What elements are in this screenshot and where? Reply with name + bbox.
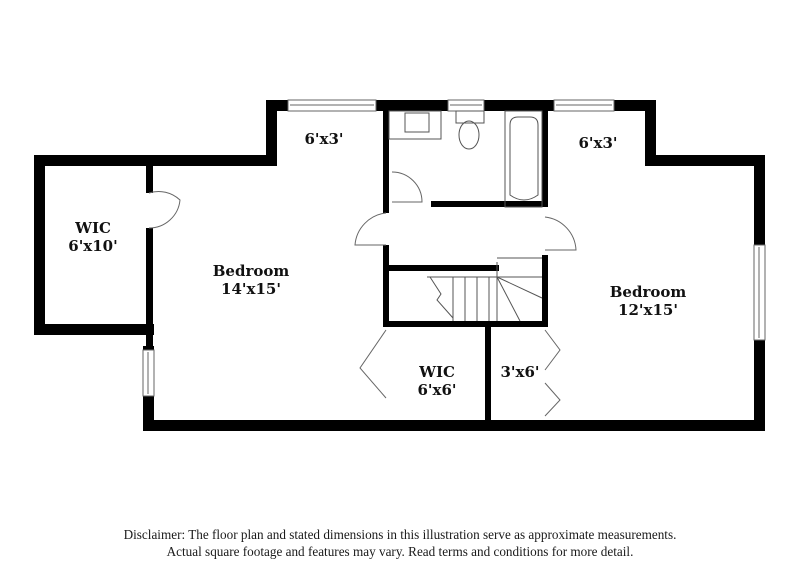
floor-plan: WIC 6'x10' Bedroom 14'x15' 6'x3' 6'x3' B… bbox=[34, 99, 766, 431]
vanity-icon bbox=[388, 110, 442, 140]
walls bbox=[34, 100, 765, 431]
room-dims-wic-center: 6'x6' bbox=[417, 381, 456, 399]
room-name-bedroom-left: Bedroom bbox=[213, 262, 290, 280]
bathroom-fixtures bbox=[388, 110, 543, 208]
toilet-icon bbox=[458, 120, 480, 150]
room-dims-closet: 3'x6' bbox=[500, 363, 539, 381]
room-dims-bedroom-right: 12'x15' bbox=[618, 301, 678, 319]
toilet-tank-icon bbox=[455, 110, 485, 124]
room-dims-bedroom-left: 14'x15' bbox=[221, 280, 281, 298]
doors bbox=[148, 171, 577, 417]
bathtub-icon bbox=[504, 110, 543, 208]
room-dims-alcove-right: 6'x3' bbox=[578, 134, 617, 152]
room-name-wic-center: WIC bbox=[418, 363, 455, 381]
windows bbox=[142, 99, 766, 397]
sink-icon bbox=[404, 112, 430, 133]
room-labels: WIC 6'x10' Bedroom 14'x15' 6'x3' 6'x3' B… bbox=[68, 130, 686, 399]
staircase-icon bbox=[427, 257, 543, 322]
disclaimer: Disclaimer: The floor plan and stated di… bbox=[0, 526, 800, 560]
room-name-wic-left: WIC bbox=[74, 219, 111, 237]
disclaimer-line-2: Actual square footage and features may v… bbox=[166, 544, 634, 559]
disclaimer-line-1: Disclaimer: The floor plan and stated di… bbox=[123, 527, 677, 542]
room-dims-alcove-left: 6'x3' bbox=[304, 130, 343, 148]
room-dims-wic-left: 6'x10' bbox=[68, 237, 117, 255]
room-name-bedroom-right: Bedroom bbox=[610, 283, 687, 301]
